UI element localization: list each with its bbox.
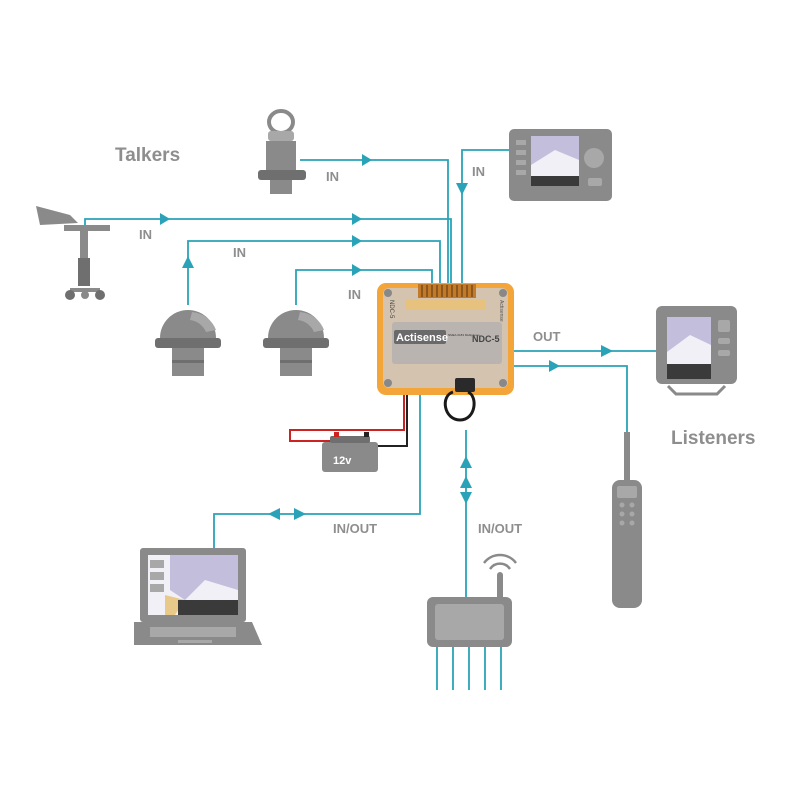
depth-sounder-icon <box>258 109 306 194</box>
battery-icon: 12v <box>322 432 378 472</box>
wire-laptop <box>213 352 421 548</box>
multiplexer-brand: Actisense <box>396 332 448 344</box>
arrow-wind-vane <box>160 213 170 225</box>
wire-power-positive <box>289 392 405 442</box>
wire-depth-sounder <box>300 159 449 290</box>
radio-box-icon <box>427 553 517 647</box>
arrow-transducer-left <box>352 235 362 247</box>
laptop-icon <box>134 548 262 645</box>
battery-label: 12v <box>333 455 352 467</box>
wire-out-handheld <box>512 365 628 432</box>
wire-radio-outputs <box>436 646 502 690</box>
arrow-radio-mid-up <box>460 476 472 488</box>
arrow-out-handheld <box>549 360 560 372</box>
wire-transducer-left <box>187 240 441 305</box>
label-in-transducer-right: IN <box>348 287 361 302</box>
multiplexer-model-side: NDC-5 <box>388 300 394 319</box>
multiplexer-brand-side: Actisense <box>498 300 504 322</box>
display-right-icon <box>656 306 737 396</box>
label-in-wind-vane: IN <box>139 227 152 242</box>
label-in-top-plotter: IN <box>472 164 485 179</box>
arrow-radio-up <box>460 456 472 468</box>
arrow-laptop-left <box>268 508 280 520</box>
transducer-left-icon <box>155 310 221 376</box>
handheld-remote-icon <box>612 432 642 608</box>
label-in-transducer-left: IN <box>233 245 246 260</box>
arrow-out-display <box>601 345 613 357</box>
group-label-listeners: Listeners <box>671 428 755 449</box>
label-inout-laptop: IN/OUT <box>333 521 377 536</box>
multiplexer-model: NDC-5 <box>472 334 500 344</box>
label-inout-radio-box: IN/OUT <box>478 521 522 536</box>
label-out-display: OUT <box>533 329 561 344</box>
transducer-right-icon <box>263 310 329 376</box>
arrow-transducer-right <box>352 264 362 276</box>
arrow-transducer-left-up <box>182 256 194 268</box>
multiplexer-subtitle: NMEA 0183 Multiplexer <box>448 333 479 337</box>
wire-power-negative <box>374 392 408 447</box>
arrow-top-plotter <box>456 183 468 195</box>
wire-transducer-right <box>295 269 433 305</box>
label-in-depth-sounder: IN <box>326 169 339 184</box>
arrow-wind-vane-2 <box>352 213 362 225</box>
chart-plotter-top-icon <box>509 129 612 201</box>
group-label-talkers: Talkers <box>115 145 180 166</box>
multiplexer: Actisense NMEA 0183 Multiplexer NDC-5 ND… <box>377 283 514 422</box>
arrow-depth-sounder <box>362 154 372 166</box>
arrow-laptop-right <box>294 508 306 520</box>
wind-vane-icon <box>36 206 110 300</box>
arrow-radio-mid-down <box>460 492 472 504</box>
